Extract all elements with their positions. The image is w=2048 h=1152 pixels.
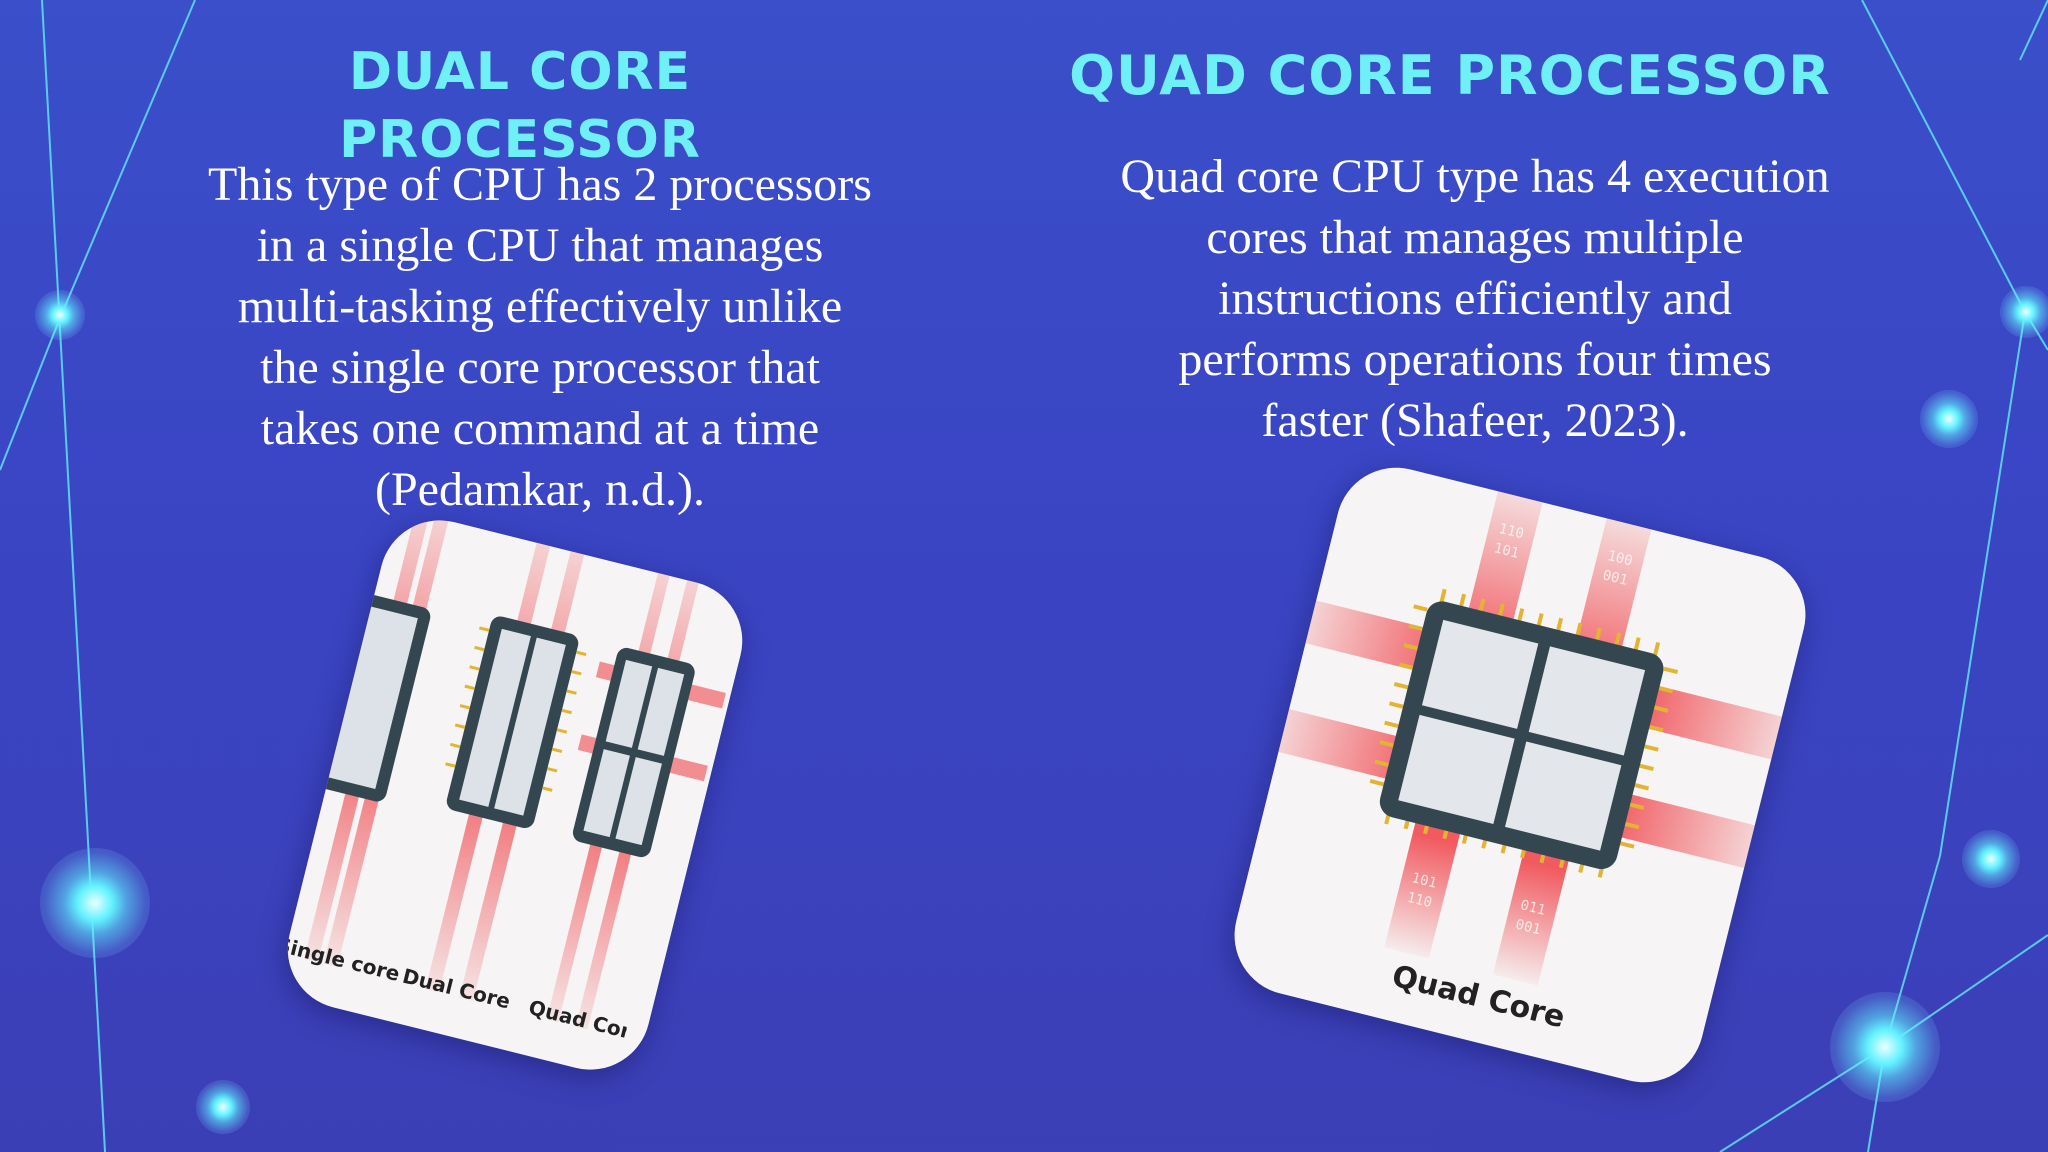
quad-core-illustration: 110 101 100 001 101 110 011 001 <box>1278 491 1782 986</box>
dual-core-heading-line1: DUAL CORE <box>348 42 692 102</box>
binary-label: 001 <box>1514 917 1542 939</box>
network-line <box>1939 311 2026 857</box>
quad-core-image: 110 101 100 001 101 110 011 001 <box>1221 454 1819 1096</box>
binary-label: 110 <box>1405 890 1433 912</box>
quad-core-heading: QUAD CORE PROCESSOR <box>1069 44 1831 107</box>
network-line <box>2019 0 2048 61</box>
text-line: This type of CPU has 2 processors <box>208 158 872 211</box>
dual-core-heading: DUAL CORE PROCESSOR <box>300 38 740 174</box>
glowing-node <box>2000 286 2048 338</box>
binary-label: 001 <box>1601 567 1629 589</box>
text-line: faster (Shafeer, 2023). <box>1261 394 1689 447</box>
binary-label: 011 <box>1519 897 1547 919</box>
network-line <box>41 0 106 1152</box>
glowing-node <box>1830 992 1940 1102</box>
network-line <box>1861 0 2026 313</box>
text-line: instructions efficiently and <box>1218 272 1732 325</box>
network-line <box>59 0 196 319</box>
text-line: multi-tasking effectively unlike <box>237 280 843 333</box>
glowing-node <box>1962 830 2020 888</box>
glowing-node <box>196 1080 250 1134</box>
text-line: (Pedamkar, n.d.). <box>375 463 705 516</box>
dual-core-description: This type of CPU has 2 processors in a s… <box>175 154 905 520</box>
binary-label: 101 <box>1410 870 1438 892</box>
text-line: takes one command at a time <box>260 402 820 455</box>
text-line: cores that manages multiple <box>1206 211 1744 264</box>
glowing-node <box>1920 390 1978 448</box>
dual-core-heading-line2: PROCESSOR <box>339 110 701 170</box>
binary-label: 110 <box>1497 521 1525 543</box>
glowing-node <box>40 848 150 958</box>
text-line: the single core processor that <box>260 341 820 394</box>
binary-label: 101 <box>1492 540 1520 562</box>
quad-core-description: Quad core CPU type has 4 execution cores… <box>1055 146 1895 451</box>
text-line: Quad core CPU type has 4 execution <box>1120 150 1830 203</box>
binary-label: 100 <box>1606 548 1634 570</box>
glowing-node <box>35 290 85 340</box>
text-line: in a single CPU that manages <box>256 219 824 272</box>
network-line <box>0 317 61 471</box>
text-line: performs operations four times <box>1178 333 1772 386</box>
